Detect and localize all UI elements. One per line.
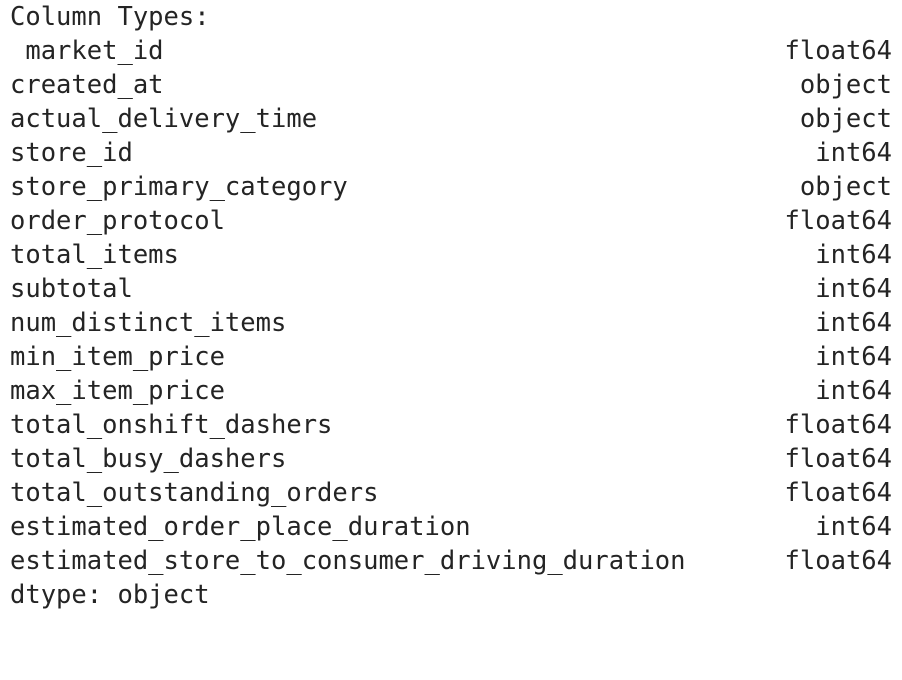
column-name: order_protocol <box>10 206 225 236</box>
column-name: max_item_price <box>10 376 225 406</box>
column-name: actual_delivery_time <box>10 104 318 134</box>
dtype-row: total_items int64 <box>0 238 902 272</box>
column-name: min_item_price <box>10 342 225 372</box>
output-heading: Column Types: <box>10 2 210 32</box>
dtype-row: subtotal int64 <box>0 272 902 306</box>
dtype-row: max_item_price int64 <box>0 374 902 408</box>
column-dtype: int64 <box>815 376 892 406</box>
dtype-row: actual_delivery_time object <box>0 102 902 136</box>
column-dtype: float64 <box>784 546 892 576</box>
dtype-row: num_distinct_items int64 <box>0 306 902 340</box>
column-dtype: float64 <box>784 36 892 66</box>
column-name: total_busy_dashers <box>10 444 287 474</box>
column-name: estimated_store_to_consumer_driving_dura… <box>10 546 686 576</box>
column-dtype: int64 <box>815 240 892 270</box>
column-name: total_onshift_dashers <box>10 410 333 440</box>
column-dtype: object <box>799 172 892 202</box>
dtype-row: order_protocol float64 <box>0 204 902 238</box>
column-name: subtotal <box>10 274 133 304</box>
column-name: total_items <box>10 240 179 270</box>
dtype-row: total_onshift_dashers float64 <box>0 408 902 442</box>
column-name: total_outstanding_orders <box>10 478 379 508</box>
column-dtype: object <box>799 70 892 100</box>
dtype-row-list: market_id float64 created_at object actu… <box>0 34 902 578</box>
column-dtype: float64 <box>784 206 892 236</box>
dtype-row: market_id float64 <box>0 34 902 68</box>
dtype-row: estimated_store_to_consumer_driving_dura… <box>0 544 902 578</box>
column-dtype: int64 <box>815 308 892 338</box>
output-footer: dtype: object <box>10 580 210 610</box>
dtypes-output-block: Column Types: market_id float64 created_… <box>0 2 902 610</box>
column-dtype: float64 <box>784 478 892 508</box>
column-name: num_distinct_items <box>10 308 287 338</box>
column-dtype: int64 <box>815 274 892 304</box>
dtype-row: estimated_order_place_duration int64 <box>0 510 902 544</box>
column-dtype: float64 <box>784 444 892 474</box>
dtype-row: created_at object <box>0 68 902 102</box>
column-dtype: object <box>799 104 892 134</box>
dtype-row: store_id int64 <box>0 136 902 170</box>
column-name: store_primary_category <box>10 172 348 202</box>
column-name: estimated_order_place_duration <box>10 512 471 542</box>
dtype-row: store_primary_category object <box>0 170 902 204</box>
column-dtype: float64 <box>784 410 892 440</box>
column-name: created_at <box>10 70 164 100</box>
column-dtype: int64 <box>815 512 892 542</box>
column-dtype: int64 <box>815 138 892 168</box>
column-name: market_id <box>10 36 164 66</box>
dtype-row: total_busy_dashers float64 <box>0 442 902 476</box>
column-dtype: int64 <box>815 342 892 372</box>
dtype-row: total_outstanding_orders float64 <box>0 476 902 510</box>
column-name: store_id <box>10 138 133 168</box>
dtype-row: min_item_price int64 <box>0 340 902 374</box>
